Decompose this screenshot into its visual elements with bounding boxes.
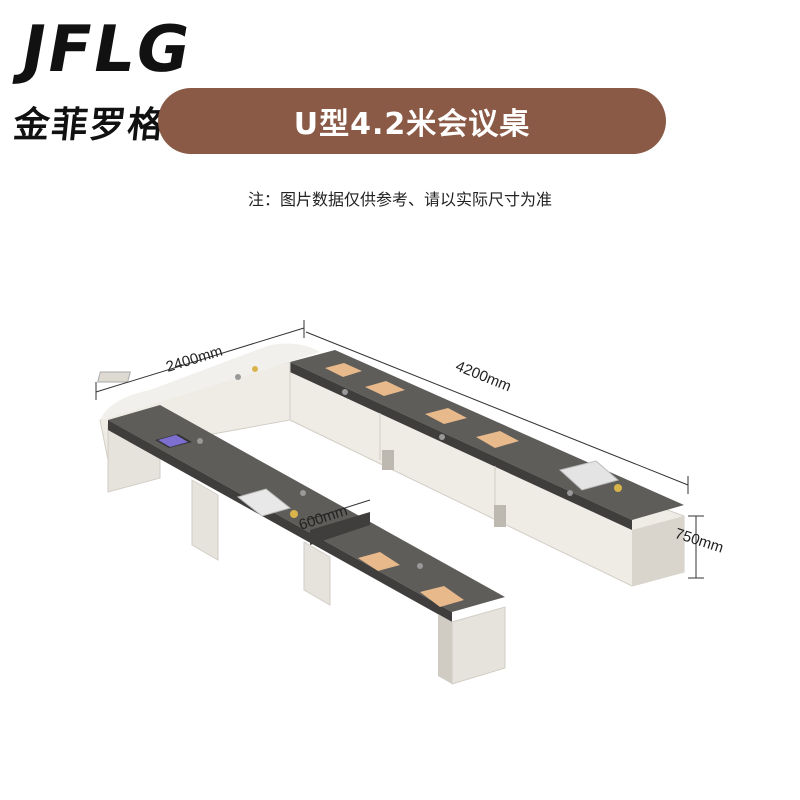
dimension-lines [95, 320, 704, 579]
dimension-length-label: 4200mm [453, 358, 513, 396]
product-title: U型4.2米会议桌 [293, 107, 531, 142]
title-banner: U型4.2米会议桌 [158, 88, 666, 154]
far-table [289, 350, 685, 587]
front-table [107, 405, 506, 685]
disclaimer-note: 注：图片数据仅供参考、请以实际尺寸为准 [247, 190, 552, 209]
